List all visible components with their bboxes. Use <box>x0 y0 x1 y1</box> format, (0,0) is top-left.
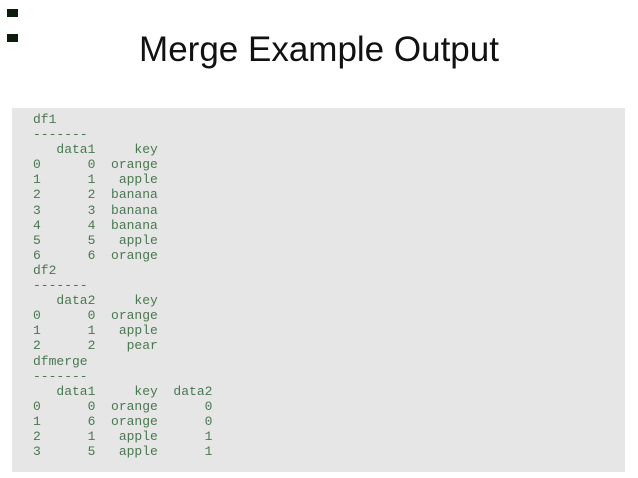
code-line-dfmerge-row-0: 0 0 orange 0 <box>33 398 213 414</box>
code-line-df1-row-0: 0 0 orange <box>33 157 158 173</box>
code-line-df1-label: df1 <box>33 112 57 127</box>
code-line-df2-row-0: 0 0 orange <box>33 308 158 324</box>
code-line-df1-row-4: 4 4 banana <box>33 217 158 233</box>
code-line-dfmerge-header: data1 key data2 <box>33 383 213 399</box>
code-line-df2-header: data2 key <box>33 293 158 309</box>
code-line-df1-row-2: 2 2 banana <box>33 187 158 203</box>
code-line-dfmerge-row-3: 3 5 apple 1 <box>33 444 213 460</box>
code-line-df1-row-1: 1 1 apple <box>33 172 158 188</box>
code-line-df1-row-3: 3 3 banana <box>33 202 158 218</box>
code-line-df2-separator: ------- <box>33 278 88 294</box>
code-line-df1-separator: ------- <box>33 127 88 143</box>
slide-title: Merge Example Output <box>139 30 499 69</box>
code-line-dfmerge-label: dfmerge <box>33 353 88 369</box>
code-line-df1-row-5: 5 5 apple <box>33 232 158 248</box>
code-line-df2-label: df2 <box>33 262 57 278</box>
code-line-dfmerge-separator: ------- <box>33 368 88 384</box>
code-output-block: df1 ------- data1 key 0 0 orange 1 1 app… <box>12 108 625 472</box>
corner-marker-bottom <box>7 34 18 42</box>
code-line-dfmerge-row-2: 2 1 apple 1 <box>33 428 213 444</box>
code-line-dfmerge-row-1: 1 6 orange 0 <box>33 413 213 429</box>
code-line-df1-row-6: 6 6 orange <box>33 247 158 263</box>
corner-marker-top <box>7 9 18 17</box>
code-line-df1-header: data1 key <box>33 142 158 158</box>
code-line-df2-row-1: 1 1 apple <box>33 323 158 339</box>
code-line-df2-row-2: 2 2 pear <box>33 338 158 354</box>
